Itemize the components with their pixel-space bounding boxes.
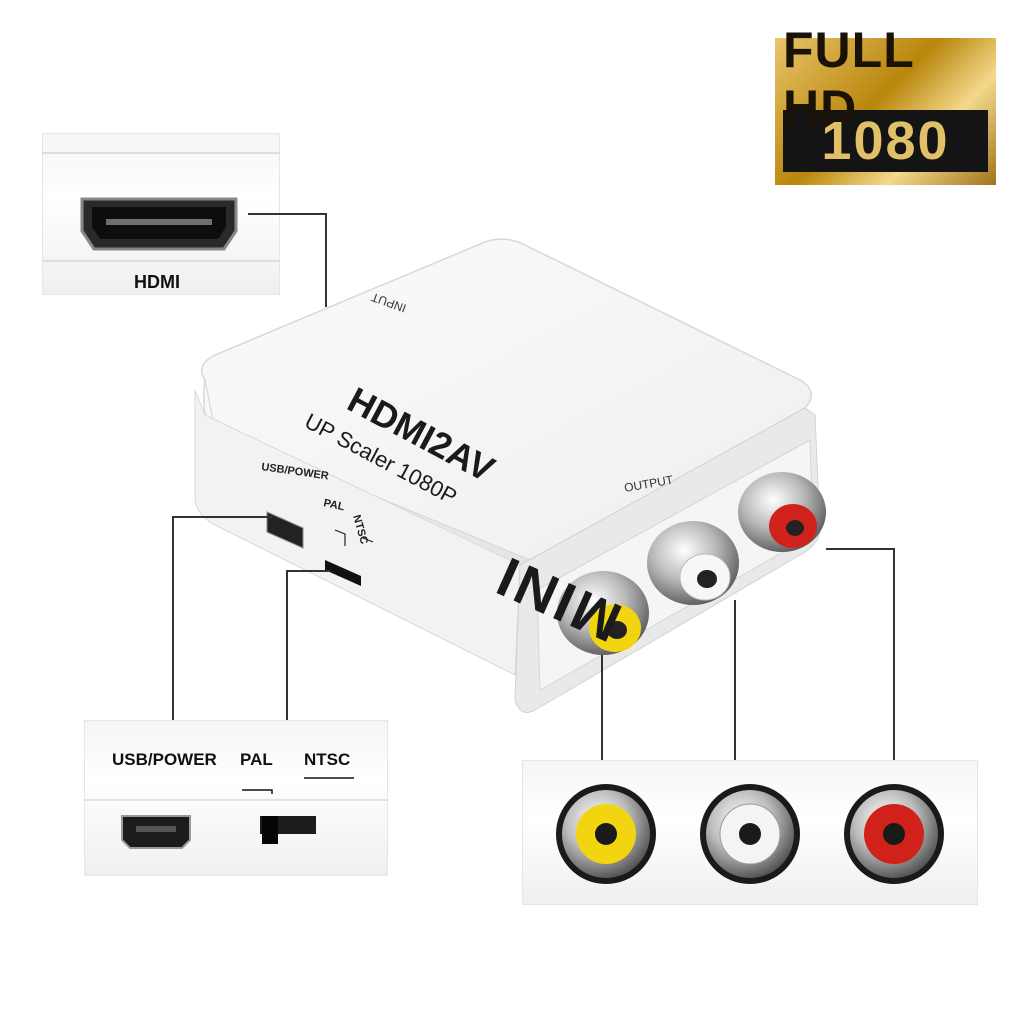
- hdmi-port-panel: HDMI: [42, 133, 280, 295]
- panel-ntsc-label: NTSC: [304, 750, 351, 769]
- device-usb-port: [266, 511, 304, 549]
- switch-leader-line-vertical: [286, 570, 288, 738]
- device-rca-yellow-jack: [557, 571, 649, 655]
- pal-ntsc-slide-switch-icon: [260, 816, 316, 844]
- badge-full-hd-text: FULL HD: [783, 22, 914, 136]
- rca-white-jack-icon: [700, 784, 800, 884]
- power-panel-graphics: [84, 777, 388, 849]
- device-rca-red-jack: [738, 472, 826, 552]
- usb-leader-line-vertical: [172, 516, 174, 736]
- rca-panel-graphics: [556, 784, 944, 884]
- hdmi-leader-line: [248, 213, 326, 215]
- hdmi-port-icon: [42, 152, 280, 262]
- device-pal-ntsc-switch: [325, 560, 361, 586]
- rca-red-leader-line: [826, 548, 894, 550]
- hdmi-label: HDMI: [134, 272, 180, 292]
- hdmi-leader-line-vertical: [325, 213, 327, 307]
- device-pal-label: PAL: [322, 497, 345, 513]
- badge-1080-text: 1080: [783, 110, 988, 172]
- switch-leader-line: [286, 570, 330, 572]
- rca-yellow-jack-icon: [556, 784, 656, 884]
- full-hd-badge: FULL HD 1080: [775, 22, 996, 185]
- rca-red-jack-icon: [844, 784, 944, 884]
- rca-yellow-leader-line: [601, 655, 603, 775]
- device-rca-white-jack: [647, 521, 739, 605]
- panel-pal-label: PAL: [240, 750, 273, 769]
- usb-leader-line: [172, 516, 272, 518]
- hdmi2av-converter-device: MINI HDMI2AV UP Scaler 1080P INPUT OUTPU…: [194, 238, 826, 713]
- panel-usb-label: USB/POWER: [112, 750, 217, 769]
- mini-usb-port-icon: [121, 815, 191, 849]
- rca-output-panel: [522, 760, 978, 905]
- power-switch-panel: USB/POWER PAL NTSC: [84, 720, 388, 876]
- rca-white-leader-line: [734, 600, 736, 775]
- rca-red-leader-line-vertical: [893, 548, 895, 776]
